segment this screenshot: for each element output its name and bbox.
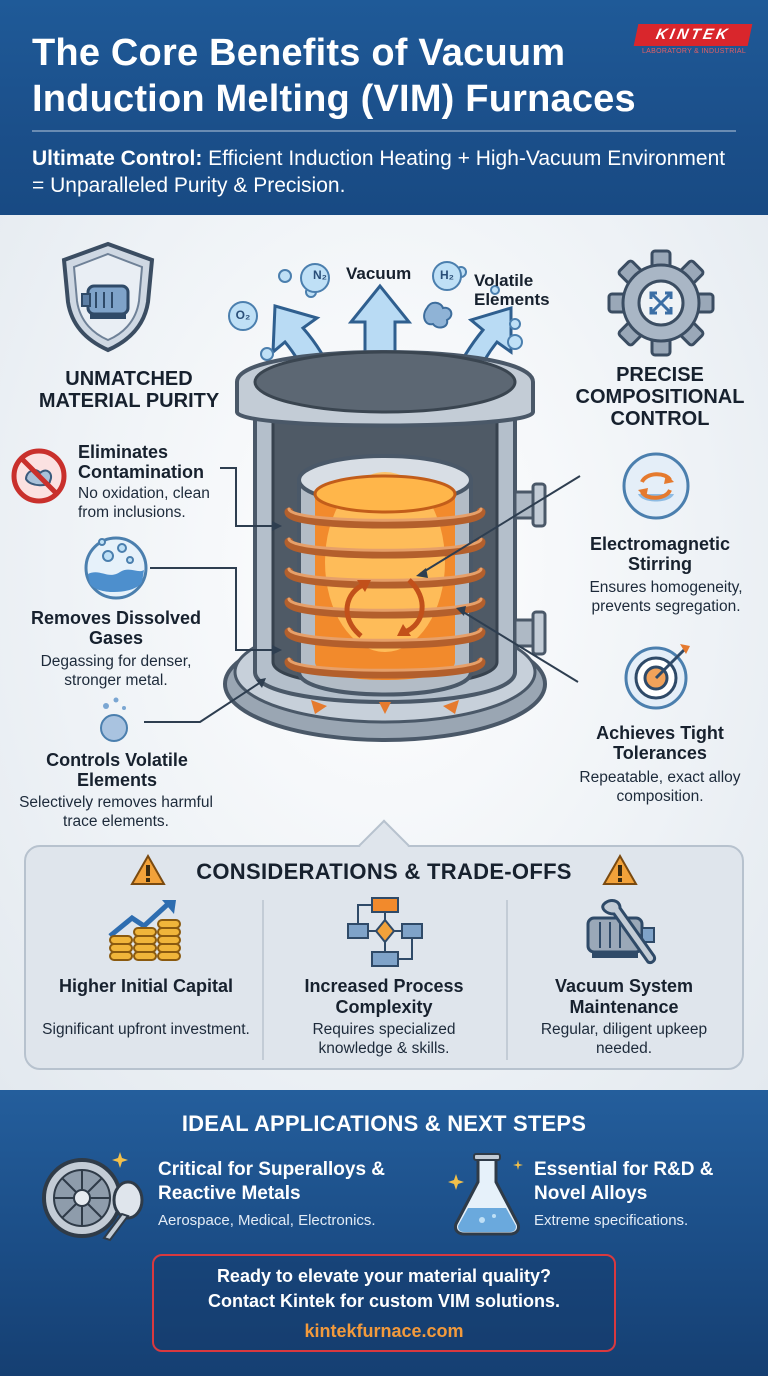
cta-website-link[interactable]: kintekfurnace.com [304,1321,464,1341]
consideration-2-desc: Requires specialized knowledge & skills. [312,1021,456,1057]
n2-bubble-label: N₂ [313,268,327,282]
o2-bubble-label: O₂ [235,308,251,322]
warning-icon-right [602,853,638,885]
stirring-icon [622,452,690,520]
consideration-1-desc: Significant upfront investment. [42,1021,250,1038]
turbine-implant-icon [42,1152,144,1242]
page-title: The Core Benefits of Vacuum Induction Me… [32,32,636,120]
application-1-desc: Aerospace, Medical, Electronics. [158,1212,376,1229]
consideration-3-title: Vacuum System Maintenance [554,976,694,1017]
wrench-pump-icon [586,899,656,964]
purity-item-3-desc: Selectively removes harmful trace elemen… [19,794,213,830]
shield-pump-icon [61,241,155,353]
application-2-desc: Extreme specifications. [534,1212,689,1229]
title-divider [32,130,736,132]
page-subtitle: Ultimate Control: Efficient Induction He… [32,145,732,199]
purity-item-3-title: Controls Volatile Elements [46,750,188,790]
vacuum-label: Vacuum [346,264,412,283]
cta-box [152,1254,616,1352]
target-icon [624,644,690,710]
applications-heading: IDEAL APPLICATIONS & NEXT STEPS [181,1111,587,1136]
purity-item-2-title: Removes Dissolved Gases [30,608,202,648]
considerations-heading: CONSIDERATIONS & TRADE-OFFS [196,859,572,884]
h2-bubble-label: H₂ [440,268,454,282]
logo-tagline: LABORATORY & INDUSTRIAL [641,48,747,55]
volatile-elements-icon [100,697,128,742]
warning-icon-left [130,853,166,885]
considerations-divider-2 [506,900,508,1060]
consideration-2-title: Increased Process Complexity [304,976,464,1017]
no-contamination-icon [11,448,67,504]
applications-section [0,1090,768,1376]
purity-item-1-title: Eliminates Contamination [78,442,204,482]
control-item-2-title: Achieves Tight Tolerances [596,723,724,763]
control-item-2-desc: Repeatable, exact alloy composition. [579,769,741,805]
capital-coins-icon [108,900,181,961]
subtitle-bold: Ultimate Control: [32,147,203,170]
process-flow-icon [347,897,423,967]
vim-furnace-illustration [223,261,547,742]
purity-item-1-desc: No oxidation, clean from inclusions. [78,485,210,521]
subtitle-rest: Efficient Induction Heating + High-Vacuu… [32,147,726,197]
control-heading: PRECISE COMPOSITIONAL CONTROL [575,364,745,430]
considerations-divider-1 [262,900,264,1060]
purity-item-2-desc: Degassing for denser, stronger metal. [40,653,192,689]
purity-heading: UNMATCHED MATERIAL PURITY [38,368,220,412]
consideration-3-desc: Regular, diligent upkeep needed. [540,1021,708,1057]
consideration-1-title: Higher Initial Capital [58,976,234,996]
volatile-elements-label: Volatile Elements [474,271,550,309]
dissolved-gas-icon [84,536,148,600]
application-1-title: Critical for Superalloys & Reactive Meta… [158,1159,386,1204]
control-item-1-title: Electromagnetic Stirring [589,534,731,574]
application-2-title: Essential for R&D & Novel Alloys [534,1159,714,1204]
flask-icon [448,1153,523,1236]
control-item-1-desc: Ensures homogeneity, prevents segregatio… [589,579,743,615]
gear-icon [607,249,715,357]
cta-line-1: Ready to elevate your material quality? [216,1266,552,1286]
cta-line-2: Contact Kintek for custom VIM solutions. [207,1291,561,1311]
